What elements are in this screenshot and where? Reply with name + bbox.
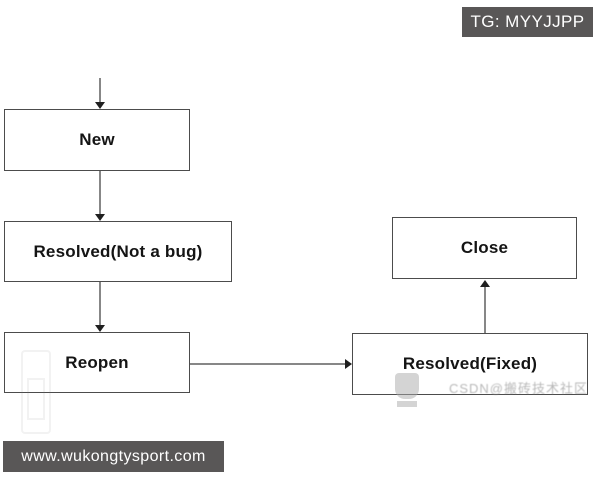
site-url-label: www.wukongtysport.com <box>21 447 206 465</box>
flow-node-resolved-not-a-bug: Resolved(Not a bug) <box>4 221 232 282</box>
site-url-badge: www.wukongtysport.com <box>3 441 224 472</box>
ghost-watermark-icon <box>21 350 51 434</box>
arrowhead-up-icon <box>480 280 490 287</box>
ghost-watermark-icon <box>395 373 419 407</box>
flow-node-resolved-fixed: Resolved(Fixed) <box>352 333 588 395</box>
tg-badge: TG: MYYJJPP <box>462 7 593 37</box>
connector-resolved-not-a-bug-to-reopen <box>99 282 101 327</box>
tg-badge-label: TG: MYYJJPP <box>470 12 585 31</box>
arrowhead-down-icon <box>95 325 105 332</box>
arrowhead-down-icon <box>95 102 105 109</box>
connector-start-to-new <box>99 78 101 104</box>
connector-new-to-resolved-not-a-bug <box>99 171 101 216</box>
connector-reopen-to-resolved-fixed <box>190 363 346 365</box>
flow-node-resolved-fixed-label: Resolved(Fixed) <box>402 354 538 373</box>
flow-node-close: Close <box>392 217 577 279</box>
flow-node-close-label: Close <box>460 238 509 257</box>
arrowhead-down-icon <box>95 214 105 221</box>
connector-resolved-fixed-to-close <box>484 287 486 333</box>
csdn-watermark-text: CSDN@搬砖技术社区 <box>448 381 588 396</box>
flow-node-new-label: New <box>79 130 115 149</box>
flow-node-new: New <box>4 109 190 171</box>
flow-node-resolved-not-a-bug-label: Resolved(Not a bug) <box>33 241 203 261</box>
flow-node-reopen: Reopen <box>4 332 190 393</box>
arrowhead-right-icon <box>345 359 352 369</box>
flow-node-reopen-label: Reopen <box>65 352 129 372</box>
